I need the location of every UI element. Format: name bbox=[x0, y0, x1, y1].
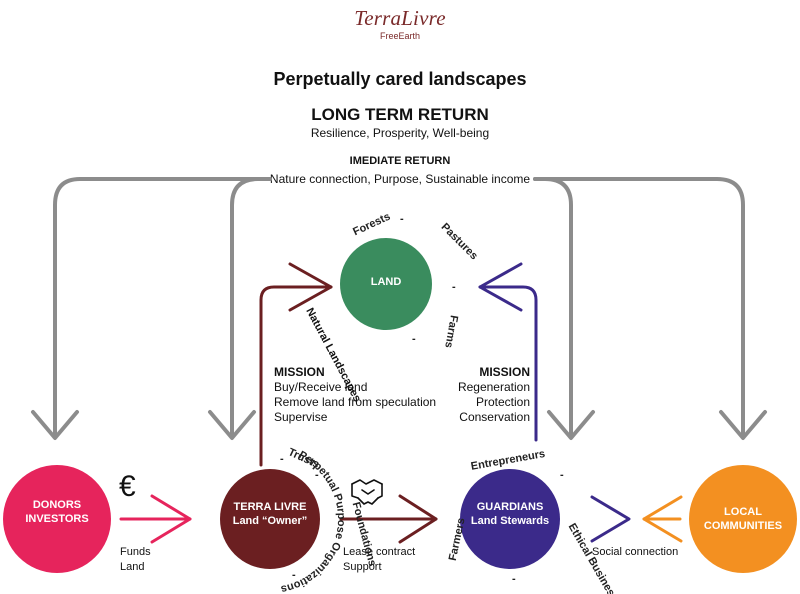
land-dash-2: - bbox=[452, 281, 456, 293]
land-label-farms: Farms bbox=[442, 314, 460, 349]
long-term-return-text: Resilience, Prosperity, Well-being bbox=[310, 126, 490, 140]
return-arrow-terra bbox=[230, 177, 272, 439]
social-arrow-guardians bbox=[590, 495, 631, 543]
donors-line: DONORS bbox=[32, 499, 82, 511]
social-connection-label: Social connection bbox=[592, 546, 679, 558]
terra-ring-dash-3: - bbox=[292, 569, 296, 581]
flow-label: Lease contract bbox=[343, 546, 416, 558]
diagram-title: Perpetually cared landscapes bbox=[273, 69, 527, 89]
immediate-return-text: Nature connection, Purpose, Sustainable … bbox=[269, 172, 531, 186]
donors-line: INVESTORS bbox=[25, 513, 89, 525]
guardians-mission-title: MISSION bbox=[479, 365, 530, 379]
terra-line: TERRA LIVRE bbox=[233, 501, 307, 513]
long-term-return-heading: LONG TERM RETURN bbox=[311, 105, 489, 124]
land-dash-1: - bbox=[400, 213, 404, 225]
flow-label: Land bbox=[120, 561, 145, 573]
guardians-mission: MISSION Regeneration Protection Conserva… bbox=[450, 365, 530, 425]
land-circle bbox=[340, 238, 432, 330]
guardians-mission-line: Regeneration bbox=[457, 380, 530, 394]
guardians-mission-line: Protection bbox=[475, 395, 530, 409]
terra-ring-dash-1: - bbox=[280, 453, 284, 465]
terra-label: TERRA LIVRE Land “Owner” bbox=[225, 500, 315, 528]
logo-tagline: FreeEarth bbox=[379, 31, 421, 41]
euro-icon: € bbox=[119, 470, 136, 503]
return-arrow-terra-head bbox=[208, 410, 256, 440]
land-label-pastures: Pastures bbox=[439, 221, 480, 262]
terra-circle bbox=[220, 469, 320, 569]
flow-label: Funds bbox=[120, 546, 151, 558]
communities-label: LOCAL COMMUNITIES bbox=[696, 505, 790, 533]
terra-mission-line: Buy/Receive land bbox=[274, 380, 368, 394]
communities-line: COMMUNITIES bbox=[703, 520, 783, 532]
lease-support-label: Lease contract Support bbox=[343, 545, 415, 575]
guardians-label: GUARDIANS Land Stewards bbox=[465, 500, 555, 528]
lease-arrow-head bbox=[398, 494, 438, 544]
guardians-ring-dash-2: - bbox=[512, 573, 516, 585]
donors-label: DONORS INVESTORS bbox=[8, 498, 106, 526]
guardians-mission-arrow-head bbox=[478, 262, 523, 312]
terra-mission-arrow bbox=[259, 285, 333, 467]
return-arrow-guardians bbox=[533, 177, 573, 439]
funds-land-label: Funds Land bbox=[120, 545, 151, 575]
communities-line: LOCAL bbox=[724, 506, 762, 518]
guardians-line: GUARDIANS bbox=[476, 501, 544, 513]
handshake-icon bbox=[351, 479, 383, 505]
guardians-mission-arrow bbox=[478, 285, 538, 442]
terra-mission: MISSION Buy/Receive land Remove land fro… bbox=[274, 365, 454, 425]
terra-mission-arrow-head bbox=[288, 262, 333, 312]
terra-mission-line: Supervise bbox=[274, 410, 328, 424]
funds-arrow-head bbox=[150, 494, 192, 544]
land-label-forests: Forests bbox=[351, 211, 392, 239]
return-arrow-donors-head bbox=[31, 410, 79, 440]
terra-mission-title: MISSION bbox=[274, 365, 325, 379]
terra-line: Land “Owner” bbox=[232, 515, 308, 527]
guardians-ring-dash-1: - bbox=[560, 469, 564, 481]
guardians-line: Land Stewards bbox=[470, 515, 550, 527]
return-arrow-donors bbox=[53, 177, 272, 439]
logo-wordmark: TerraLivre bbox=[354, 6, 446, 30]
terra-ring-dash-2: - bbox=[315, 469, 319, 481]
guardians-circle bbox=[460, 469, 560, 569]
donors-circle bbox=[3, 465, 111, 573]
guardians-mission-line: Conservation bbox=[459, 410, 530, 424]
return-arrow-guardians-head bbox=[547, 410, 595, 440]
land-label: LAND bbox=[370, 276, 402, 288]
immediate-return-heading: IMEDIATE RETURN bbox=[349, 155, 451, 167]
flow-label: Support bbox=[343, 561, 382, 573]
land-dash-3: - bbox=[412, 333, 416, 345]
return-arrow-communities-head bbox=[719, 410, 767, 440]
terra-mission-line: Remove land from speculation bbox=[274, 395, 437, 409]
communities-circle bbox=[689, 465, 797, 573]
return-arrow-communities bbox=[533, 177, 745, 439]
